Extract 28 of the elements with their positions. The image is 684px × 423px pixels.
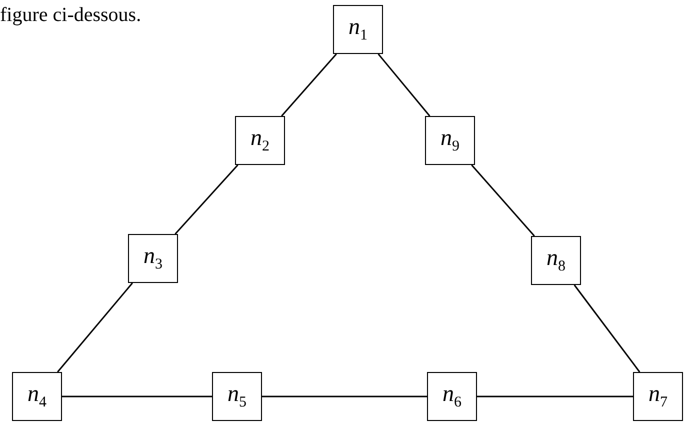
connector-line	[262, 396, 427, 398]
caption-text: figure ci-dessous.	[0, 4, 142, 27]
connector-line	[477, 396, 633, 398]
node-label: n$_{9}$	[440, 126, 460, 155]
node-box	[333, 5, 383, 54]
node-label: n$_{1}$	[348, 15, 368, 44]
node-label: n$_{6}$	[442, 382, 462, 411]
connector-line	[378, 54, 430, 116]
node-box	[633, 372, 683, 421]
connector-line	[574, 284, 640, 372]
node-box	[427, 372, 477, 421]
node-label: n$_{5}$	[228, 382, 246, 411]
node-label: n$_{2}$	[250, 126, 270, 155]
connector-line	[57, 282, 133, 372]
node-box	[531, 236, 581, 285]
node-label: n$_{8}$	[546, 246, 566, 275]
node-box	[235, 116, 285, 165]
node-box	[212, 372, 262, 421]
connector-line	[174, 164, 238, 234]
node-label: n$_{4}$	[28, 382, 46, 411]
node-box	[12, 372, 62, 421]
node-label: n$_{7}$	[648, 382, 668, 411]
connector-line	[62, 396, 212, 398]
node-label: n$_{3}$	[144, 244, 162, 273]
connector-line	[281, 54, 337, 116]
node-box	[425, 116, 475, 165]
node-box	[128, 234, 178, 283]
connector-line	[471, 164, 535, 236]
